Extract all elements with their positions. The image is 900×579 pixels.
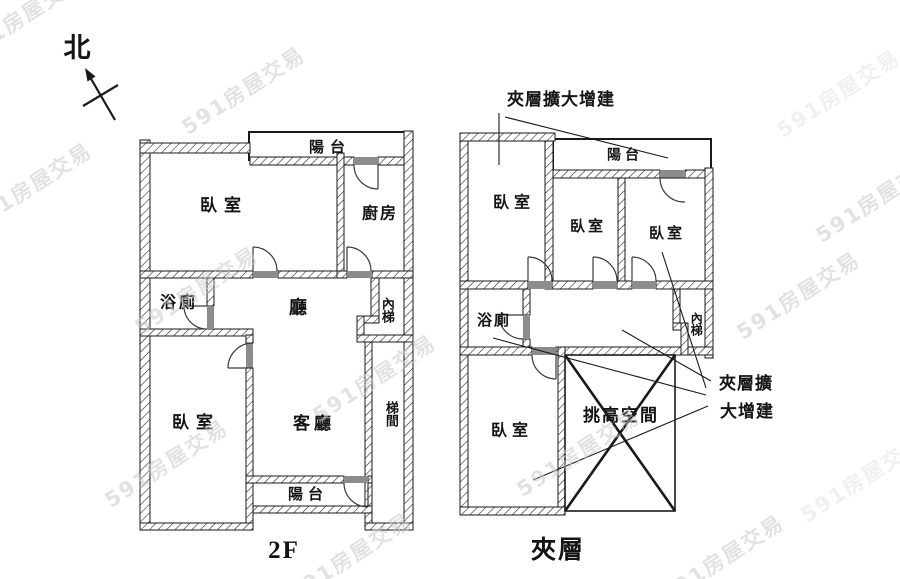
- room-label-bedroom-middle-mezz: 臥室: [569, 219, 607, 236]
- room-label-kitchen-2f: 廚房: [361, 205, 399, 223]
- room-label-bedroom-bottom-2f: 臥室: [172, 413, 220, 433]
- room-label-bathroom-mezz: 浴廁: [476, 313, 512, 330]
- room-label-bedroom-top-left-mezz: 臥室: [492, 194, 536, 212]
- annotation-leader-lines: [492, 113, 712, 481]
- plan-2f-drawing: [139, 130, 414, 531]
- door-sills-2f: [207, 157, 378, 483]
- north-arrow-icon: [82, 68, 119, 121]
- room-label-stairwell-2f: 梯間: [383, 401, 399, 427]
- room-label-living-room-2f: 客廳: [293, 414, 335, 434]
- plan-mezzanine-drawing: [459, 113, 714, 516]
- door-sills-mezzanine: [523, 170, 685, 355]
- north-label: 北: [63, 32, 91, 63]
- room-label-balcony-mezz: 陽台: [607, 148, 643, 164]
- balcony-outline-mezz: [552, 138, 712, 176]
- door-arcs-2f: [183, 164, 379, 508]
- void-space-marking: [563, 354, 677, 512]
- room-label-void-space-mezz: 挑高空間: [583, 406, 659, 426]
- door-arcs-mezzanine: [498, 177, 686, 380]
- room-label-inner-stairs-mezz: 內梯: [689, 312, 704, 336]
- floor-label-2f: 2F: [268, 536, 300, 564]
- annotation-expansion-right-line2: 大增建: [720, 402, 774, 422]
- walls-2f: [139, 130, 414, 531]
- room-label-inner-stairs-2f: 內梯: [379, 297, 395, 323]
- room-label-hall-2f: 廳: [289, 297, 307, 318]
- annotation-expansion-right-line1: 夾層擴: [719, 374, 773, 394]
- room-label-balcony-bottom-2f: 陽台: [287, 487, 329, 504]
- room-label-balcony-top-2f: 陽台: [308, 140, 352, 157]
- room-label-bedroom-top-2f: 臥室: [200, 196, 248, 216]
- room-label-bathroom-2f: 浴廁: [159, 294, 199, 312]
- room-label-bedroom-bottom-mezz: 臥室: [490, 422, 534, 440]
- annotation-expansion-top: 夾層擴大增建: [507, 90, 615, 110]
- room-label-bedroom-right-mezz: 臥室: [648, 226, 686, 243]
- floor-label-mezzanine: 夾層: [530, 536, 586, 564]
